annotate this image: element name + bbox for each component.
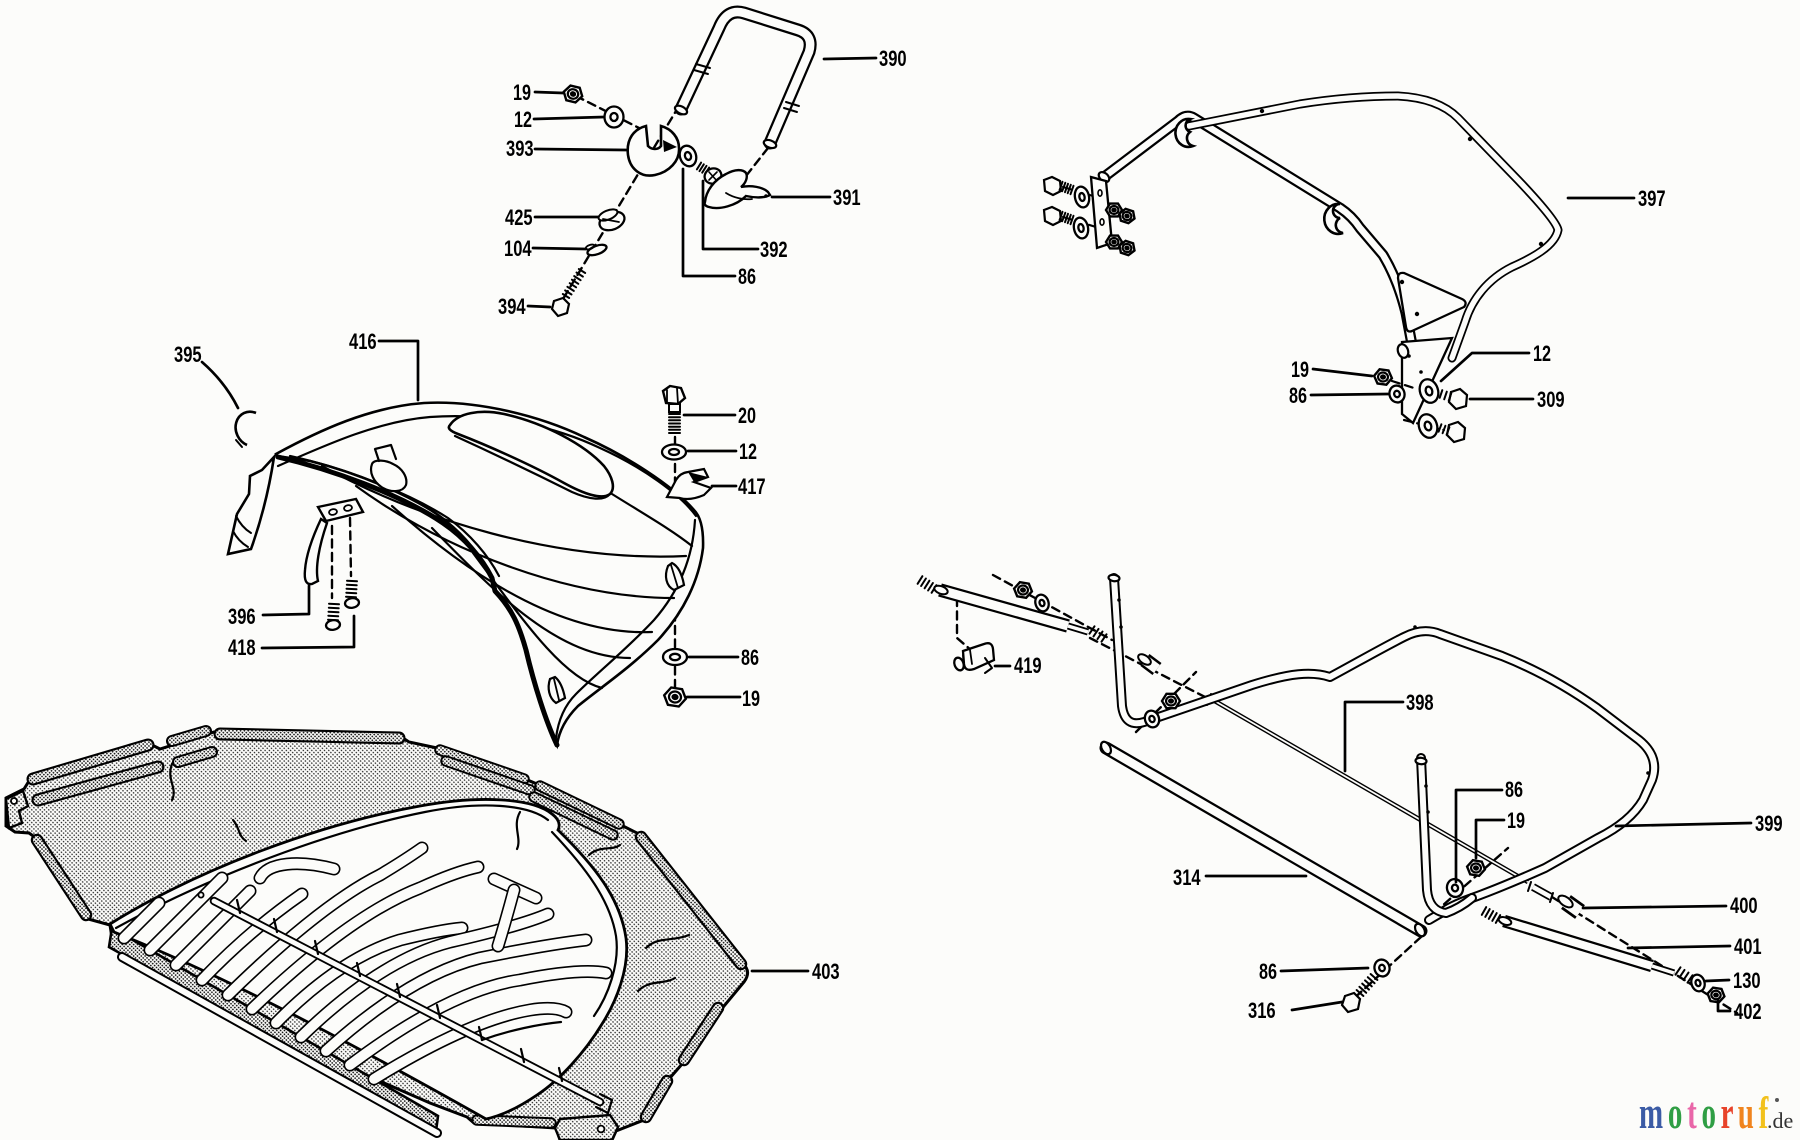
svg-text:314: 314 bbox=[1173, 865, 1201, 890]
svg-text:394: 394 bbox=[498, 294, 526, 319]
svg-text:19: 19 bbox=[742, 686, 760, 711]
svg-text:86: 86 bbox=[1259, 959, 1277, 984]
svg-text:402: 402 bbox=[1734, 999, 1762, 1024]
svg-text:403: 403 bbox=[812, 959, 840, 984]
svg-text:12: 12 bbox=[739, 439, 757, 464]
svg-text:86: 86 bbox=[1289, 383, 1307, 408]
svg-text:417: 417 bbox=[738, 474, 766, 499]
svg-text:19: 19 bbox=[1507, 808, 1525, 833]
svg-text:.de: .de bbox=[1767, 1108, 1793, 1133]
svg-text:12: 12 bbox=[514, 107, 532, 132]
svg-text:425: 425 bbox=[505, 205, 533, 230]
svg-text:86: 86 bbox=[741, 645, 759, 670]
svg-text:86: 86 bbox=[738, 264, 756, 289]
svg-text:418: 418 bbox=[228, 635, 256, 660]
svg-text:391: 391 bbox=[833, 185, 861, 210]
svg-text:m o t o r u f: m o t o r u f bbox=[1639, 1087, 1769, 1138]
svg-text:309: 309 bbox=[1537, 387, 1565, 412]
svg-text:393: 393 bbox=[506, 136, 534, 161]
svg-text:86: 86 bbox=[1505, 777, 1523, 802]
svg-text:396: 396 bbox=[228, 604, 256, 629]
svg-text:400: 400 bbox=[1730, 893, 1758, 918]
svg-text:20: 20 bbox=[738, 403, 756, 428]
svg-text:416: 416 bbox=[349, 329, 377, 354]
svg-text:130: 130 bbox=[1733, 968, 1761, 993]
svg-text:419: 419 bbox=[1014, 653, 1042, 678]
svg-text:399: 399 bbox=[1755, 811, 1783, 836]
svg-text:390: 390 bbox=[879, 46, 907, 71]
svg-text:401: 401 bbox=[1734, 934, 1762, 959]
svg-text:316: 316 bbox=[1248, 998, 1276, 1023]
svg-text:19: 19 bbox=[1291, 357, 1309, 382]
svg-text:392: 392 bbox=[760, 237, 788, 262]
svg-text:398: 398 bbox=[1406, 690, 1434, 715]
svg-text:395: 395 bbox=[174, 342, 202, 367]
svg-text:397: 397 bbox=[1638, 186, 1666, 211]
svg-text:19: 19 bbox=[513, 80, 531, 105]
svg-text:104: 104 bbox=[504, 236, 532, 261]
svg-text:12: 12 bbox=[1533, 341, 1551, 366]
